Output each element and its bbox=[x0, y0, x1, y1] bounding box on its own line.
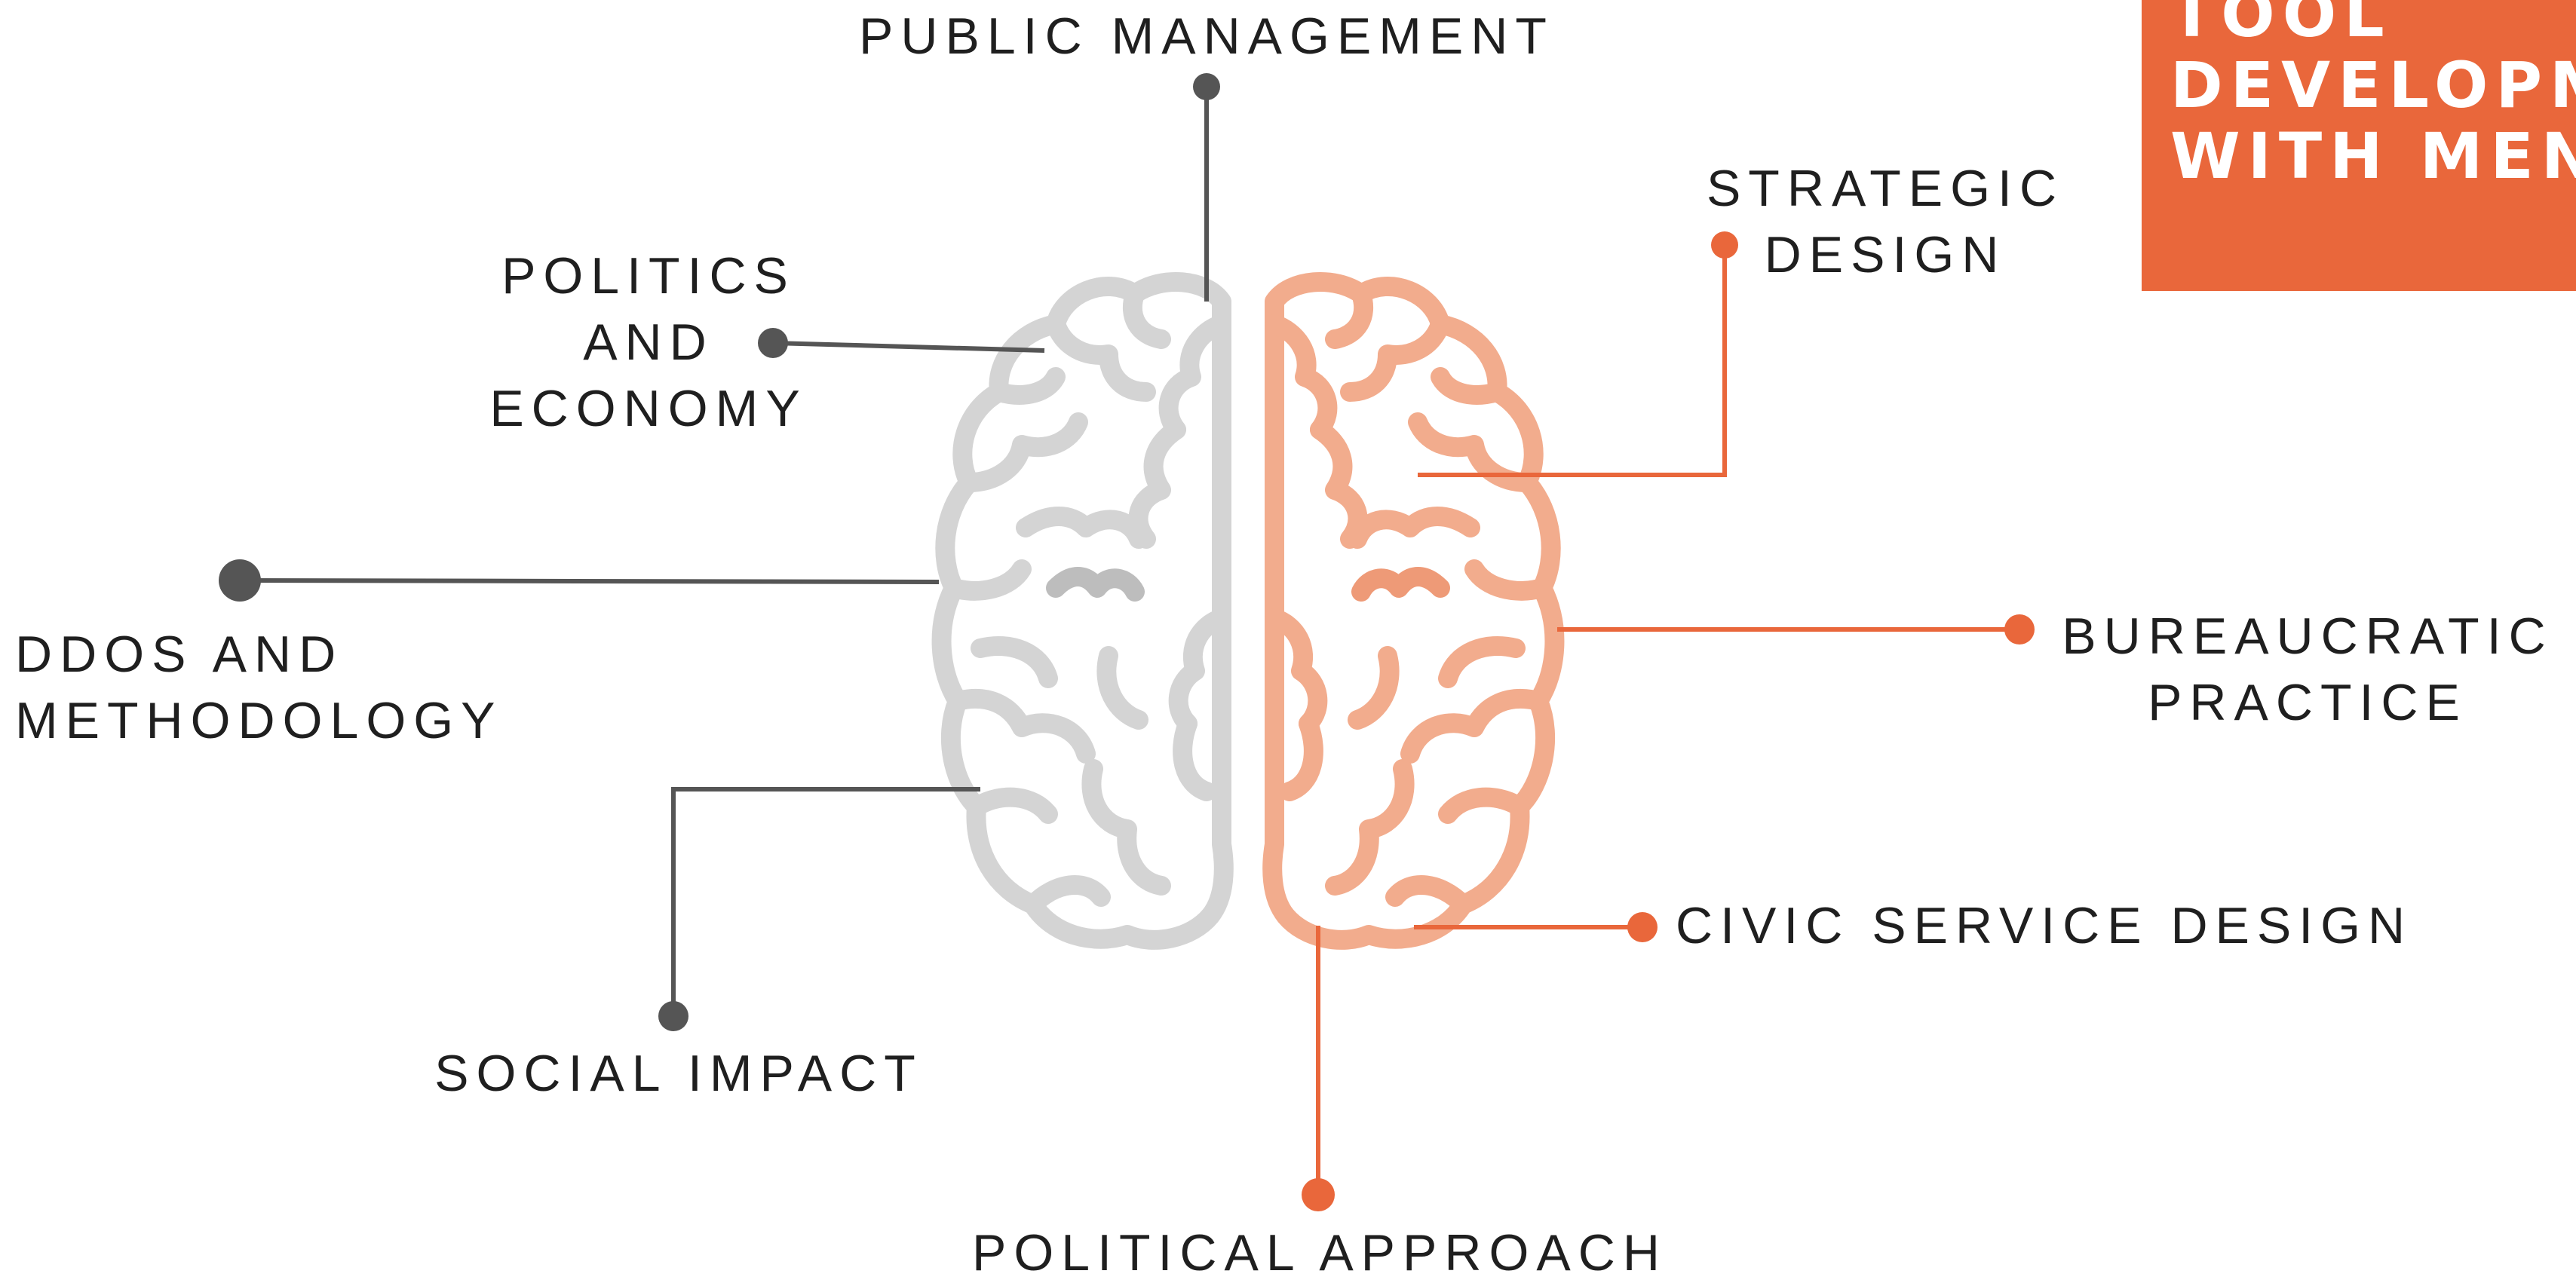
connector-strategic-design bbox=[1418, 245, 1727, 477]
dot-bureaucratic-practice bbox=[2004, 614, 2035, 645]
dot-ddos-methodology bbox=[219, 559, 261, 602]
dot-social-impact bbox=[658, 1001, 688, 1031]
dot-political-approach bbox=[1302, 1178, 1335, 1211]
right-brain-hemisphere bbox=[1262, 272, 1565, 950]
label-strategic-design: STRATEGIC DESIGN bbox=[1706, 160, 2065, 283]
left-brain-hemisphere bbox=[931, 272, 1234, 950]
title-text: TOOL DEVELOPM WITH MEN bbox=[2170, 0, 2576, 193]
dot-civic-service-design bbox=[1627, 912, 1658, 942]
label-ddos-methodology: DDOS AND METHODOLOGY bbox=[15, 626, 503, 749]
orange-connectors bbox=[1316, 245, 2019, 1195]
label-civic-service-design: CIVIC SERVICE DESIGN bbox=[1676, 897, 2413, 954]
title-box bbox=[2142, 0, 2576, 291]
dot-strategic-design bbox=[1711, 231, 1738, 259]
dot-public-management bbox=[1193, 73, 1220, 100]
label-public-management: PUBLIC MANAGEMENT bbox=[859, 8, 1554, 65]
connector-social-impact bbox=[671, 787, 980, 1016]
gray-connector-dots bbox=[219, 73, 1220, 1031]
orange-connector-dots bbox=[1302, 231, 2035, 1211]
dot-politics-economy bbox=[758, 328, 788, 358]
label-politics-economy: POLITICS AND ECONOMY bbox=[489, 247, 808, 437]
connector-ddos-methodology bbox=[239, 578, 940, 584]
label-bureaucratic-practice: BUREAUCRATIC PRACTICE bbox=[2062, 608, 2553, 731]
gray-connectors bbox=[239, 87, 1209, 1016]
connector-politics-economy bbox=[772, 341, 1045, 353]
label-political-approach: POLITICAL APPROACH bbox=[972, 1224, 1667, 1281]
label-social-impact: SOCIAL IMPACT bbox=[434, 1045, 923, 1102]
